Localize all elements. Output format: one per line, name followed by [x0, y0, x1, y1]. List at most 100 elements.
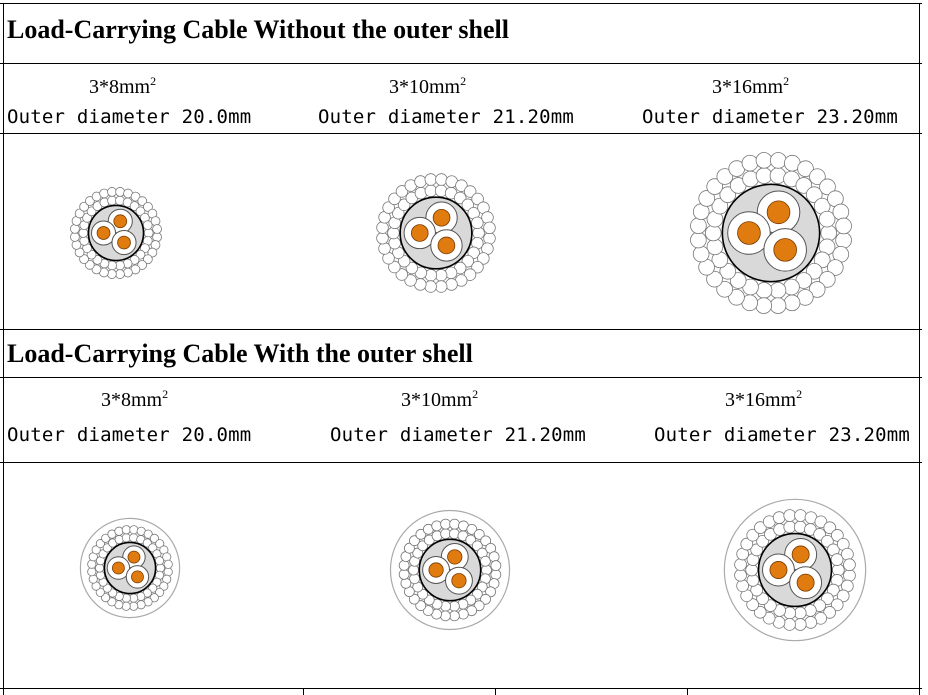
armour-strand [455, 179, 468, 192]
armour-strand [485, 586, 496, 598]
armour-strand [480, 555, 491, 567]
cable-group [79, 517, 181, 619]
outer-diameter-label: Outer diameter 23.20mm [642, 106, 899, 128]
cable-group [690, 152, 852, 314]
armour-strand [79, 201, 90, 212]
armour-strand [831, 529, 844, 542]
conductor [451, 573, 467, 589]
armour-strand [467, 246, 480, 260]
armour-strand [729, 272, 747, 289]
armour-strand [388, 260, 401, 274]
cable-size-label: 3*10mm2 [389, 74, 467, 98]
armour-strand [107, 597, 117, 607]
armour-strand [149, 593, 159, 603]
conductor [112, 561, 125, 575]
armour-strand [716, 281, 733, 298]
armour-strand [805, 186, 823, 204]
armour-strand [795, 177, 813, 194]
cable-group [70, 187, 162, 279]
armour-strand [734, 558, 747, 571]
armour-strand [843, 558, 856, 572]
outer-diameter-label: Outer diameter 23.20mm [654, 424, 911, 446]
armour-strand [490, 560, 502, 571]
armour-strand [137, 260, 148, 270]
armour-strand [408, 593, 420, 605]
cable-group [376, 173, 496, 293]
table-border-top [0, 3, 922, 4]
conductor [428, 562, 444, 578]
armour-strand [805, 262, 823, 280]
conductor [117, 235, 131, 250]
armour-strand [461, 198, 475, 212]
armour-strand [483, 221, 496, 235]
armour-strand [808, 281, 826, 298]
armour-strand [480, 535, 492, 547]
armour-strand [809, 168, 826, 185]
armour-strand [827, 583, 840, 597]
armour-strand [473, 529, 485, 540]
col-divider [303, 688, 304, 695]
armour-strand [147, 247, 158, 258]
armour-strand [471, 192, 484, 206]
armour-strand [750, 543, 763, 557]
armour-strand [819, 271, 836, 288]
armour-strand [716, 168, 734, 185]
armour-strand [155, 587, 165, 597]
armour-strand [84, 259, 95, 270]
armour-strand [137, 196, 148, 207]
cable-size-label: 3*16mm2 [725, 387, 803, 411]
armour-strand [746, 598, 759, 611]
cable-size-label: 3*16mm2 [712, 74, 790, 98]
armour-strand [711, 197, 729, 215]
armour-strand [728, 288, 745, 306]
armour-strand [843, 569, 856, 582]
conductor [796, 573, 815, 592]
armour-strand [159, 581, 169, 591]
armour-strand [830, 553, 844, 566]
outer-diameter-label: Outer diameter 20.0mm [7, 424, 252, 446]
outer-diameter-label: Outer diameter 21.20mm [318, 106, 575, 128]
armour-strand [754, 521, 767, 534]
row-divider [0, 377, 922, 378]
conductor [769, 561, 788, 579]
conductor [791, 545, 810, 564]
cable-group [389, 509, 511, 631]
armour-strand [473, 600, 485, 612]
armour-strand [753, 605, 767, 619]
armour-strand [821, 534, 834, 548]
armour-strand [95, 587, 105, 597]
armour-strand [101, 593, 111, 603]
row-divider [0, 329, 922, 330]
table-border-right [919, 3, 920, 695]
armour-strand [734, 568, 747, 582]
armour-strand [835, 217, 852, 235]
armour-strand [466, 524, 478, 535]
armour-strand [152, 224, 162, 234]
armour-strand [143, 529, 153, 539]
row-divider [0, 688, 922, 689]
cable-size-label: 3*8mm2 [101, 387, 169, 411]
armour-strand [415, 600, 427, 611]
cable-size-label: 3*10mm2 [401, 387, 479, 411]
armour-strand [706, 178, 723, 195]
armour-strand [831, 563, 845, 577]
row-divider [0, 462, 922, 463]
armour-strand [719, 186, 737, 204]
armour-strand [814, 515, 828, 529]
armour-strand [793, 618, 807, 631]
armour-strand [756, 592, 769, 606]
armour-strand [480, 593, 491, 605]
section-title: Load-Carrying Cable With the outer shell [7, 339, 473, 368]
table-border-left [3, 3, 4, 695]
armour-strand [101, 533, 111, 543]
armour-strand [84, 196, 95, 206]
armour-strand [142, 220, 153, 231]
armour-strand [415, 528, 427, 540]
armour-strand [841, 547, 854, 561]
conductor [437, 236, 456, 255]
conductor [766, 200, 791, 225]
armour-strand [409, 535, 420, 547]
